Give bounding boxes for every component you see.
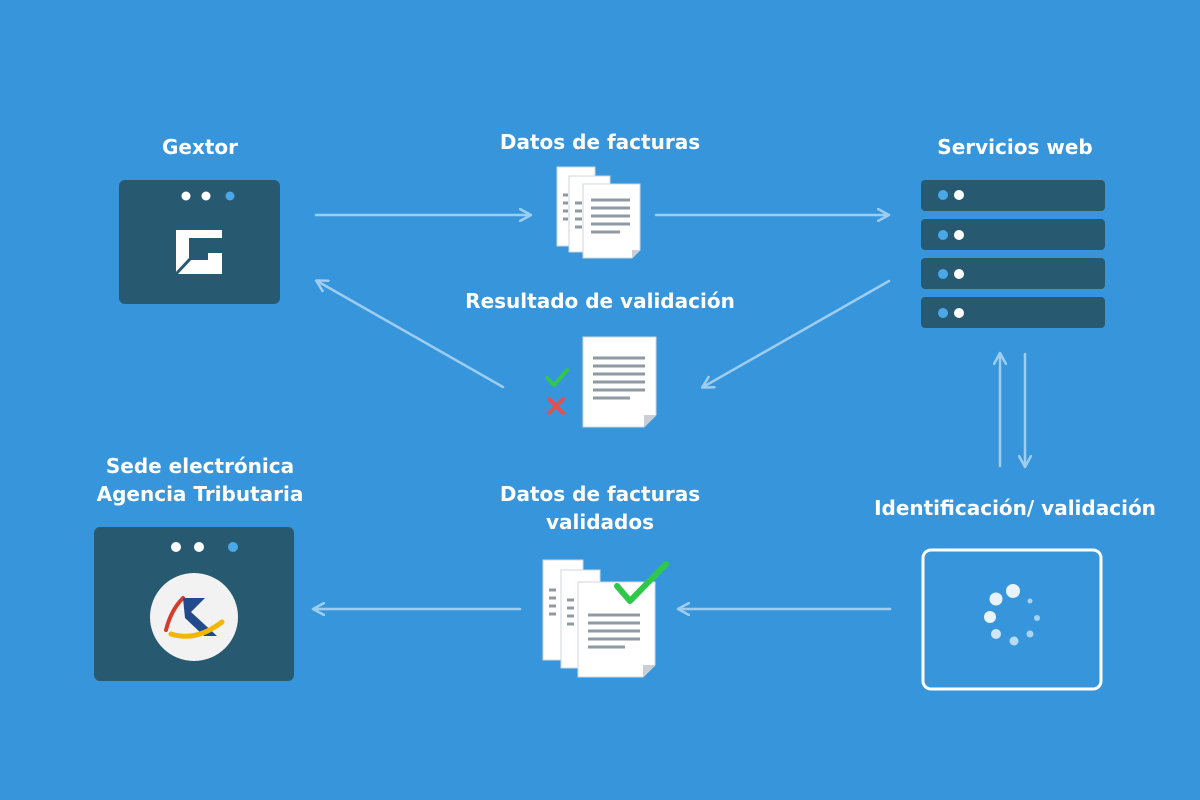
arrow-resultado-to-gextor — [317, 281, 505, 389]
servicios-web-title: Servicios web — [937, 135, 1093, 159]
arrow-servicios-to-resultado — [703, 279, 891, 387]
window-dot-icon — [171, 542, 181, 552]
documents-icon — [556, 166, 641, 259]
sede-electronica-window — [94, 527, 294, 681]
check-icon — [545, 368, 569, 387]
servicios-web-label: Servicios web — [895, 133, 1135, 161]
validados-title-line1: Datos de facturas — [499, 482, 701, 506]
approved-documents-icon — [542, 559, 669, 678]
sede-electronica-label: Sede electrónica Agencia Tributaria — [60, 452, 340, 508]
window-dot-icon — [194, 542, 204, 552]
window-dot-icon — [228, 542, 238, 552]
cross-icon — [547, 397, 565, 415]
loading-spinner-icon — [984, 584, 1040, 646]
datos-validados-label: Datos de facturas validados — [450, 480, 750, 536]
identificacion-window — [921, 548, 1103, 691]
gextor-logo-icon — [174, 230, 222, 276]
gextor-title: Gextor — [161, 135, 239, 159]
gextor-window — [119, 180, 280, 304]
identificacion-label: Identificación/ validación — [850, 494, 1180, 522]
window-dot-icon — [201, 191, 211, 201]
validated-document-icon — [545, 336, 657, 428]
datos-facturas-label: Datos de facturas — [450, 128, 750, 156]
server-stack-icon — [921, 180, 1105, 328]
datos-facturas-title: Datos de facturas — [499, 130, 701, 154]
window-dot-icon — [181, 191, 191, 201]
validados-title-line2: validados — [545, 510, 655, 534]
agencia-tributaria-logo-icon — [150, 573, 238, 661]
window-dot-icon — [225, 191, 235, 201]
sede-title-line2: Agencia Tributaria — [96, 482, 304, 506]
resultado-validacion-label: Resultado de validación — [440, 287, 760, 315]
identificacion-title: Identificación/ validación — [874, 496, 1156, 520]
sede-title-line1: Sede electrónica — [105, 454, 295, 478]
check-icon — [614, 561, 669, 604]
gextor-label: Gextor — [100, 133, 300, 161]
resultado-validacion-title: Resultado de validación — [465, 289, 735, 313]
